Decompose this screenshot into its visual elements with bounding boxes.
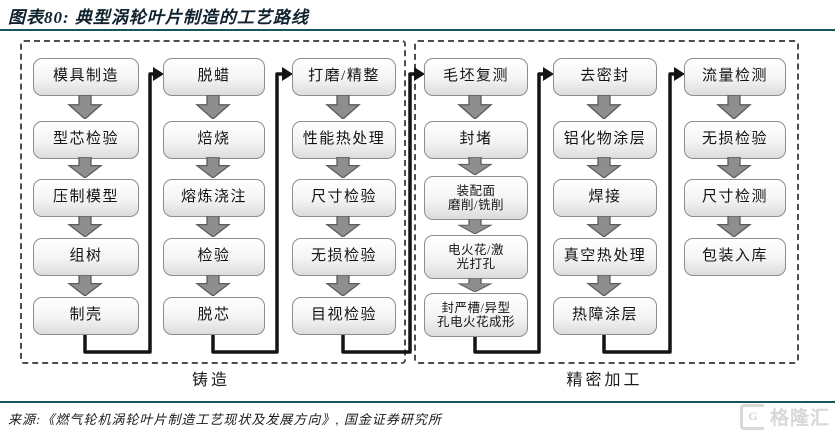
down-arrow-icon (195, 216, 231, 237)
down-arrow-icon (325, 275, 361, 296)
step-box: 尺寸检测 (684, 179, 786, 217)
step-box: 压制模型 (33, 179, 139, 217)
down-arrow-icon (586, 157, 622, 178)
down-arrow-icon (457, 157, 493, 175)
step-box: 封堵 (424, 121, 528, 159)
step-box: 电火花/激 光打孔 (424, 235, 528, 279)
down-arrow-icon (586, 216, 622, 237)
step-box: 尺寸检验 (292, 179, 396, 217)
step-box: 性能热处理 (292, 121, 396, 159)
down-arrow-icon (716, 95, 752, 119)
step-box: 模具制造 (33, 58, 139, 96)
down-arrow-icon (716, 216, 752, 237)
down-arrow-icon (325, 95, 361, 119)
down-arrow-icon (195, 95, 231, 119)
step-box: 无损检验 (684, 121, 786, 159)
step-box: 打磨/精整 (292, 58, 396, 96)
casting-section-label: 铸造 (191, 372, 230, 389)
down-arrow-icon (457, 219, 493, 234)
casting-section-frame (20, 40, 406, 364)
step-box: 检验 (163, 238, 265, 276)
down-arrow-icon (195, 275, 231, 296)
step-box: 包装入库 (684, 238, 786, 276)
step-box: 流量检测 (684, 58, 786, 96)
step-box: 铝化物涂层 (553, 121, 657, 159)
step-box: 真空热处理 (553, 238, 657, 276)
precision-section-label: 精密加工 (566, 372, 643, 389)
step-box: 无损检验 (292, 238, 396, 276)
step-box: 制壳 (33, 297, 139, 335)
step-box: 型芯检验 (33, 121, 139, 159)
down-arrow-icon (67, 275, 103, 296)
down-arrow-icon (586, 275, 622, 296)
step-box: 毛坯复测 (424, 58, 528, 96)
step-box: 脱蜡 (163, 58, 265, 96)
step-box: 装配面 磨削/铣削 (424, 176, 528, 220)
down-arrow-icon (67, 216, 103, 237)
step-box: 热障涂层 (553, 297, 657, 335)
down-arrow-icon (325, 216, 361, 237)
source-note: 来源:《燃气轮机涡轮叶片制造工艺现状及发展方向》, 国金证券研究所 (8, 412, 442, 427)
watermark: G 格隆汇 (739, 403, 830, 430)
footer-divider (0, 401, 835, 403)
down-arrow-icon (67, 157, 103, 178)
step-box: 封严槽/异型 孔电火花成形 (424, 293, 528, 337)
down-arrow-icon (457, 278, 493, 292)
gelonghui-logo-icon: G (739, 403, 766, 430)
connector-arrowhead-icons (153, 67, 685, 81)
precision-section-frame (414, 40, 799, 364)
down-arrow-icon (67, 95, 103, 119)
watermark-text: 格隆汇 (769, 408, 830, 429)
step-box: 熔炼浇注 (163, 179, 265, 217)
down-arrow-icon (457, 95, 493, 119)
step-box: 脱芯 (163, 297, 265, 335)
down-arrow-icon (195, 157, 231, 178)
down-arrow-icon (325, 157, 361, 178)
step-box: 组树 (33, 238, 139, 276)
down-arrow-icon (586, 95, 622, 119)
step-box: 焊接 (553, 179, 657, 217)
step-box: 目视检验 (292, 297, 396, 335)
step-box: 焙烧 (163, 121, 265, 159)
title-divider (0, 29, 835, 31)
down-arrow-icon (716, 157, 752, 178)
figure-title: 图表80: 典型涡轮叶片制造的工艺路线 (8, 8, 309, 27)
step-box: 去密封 (553, 58, 657, 96)
